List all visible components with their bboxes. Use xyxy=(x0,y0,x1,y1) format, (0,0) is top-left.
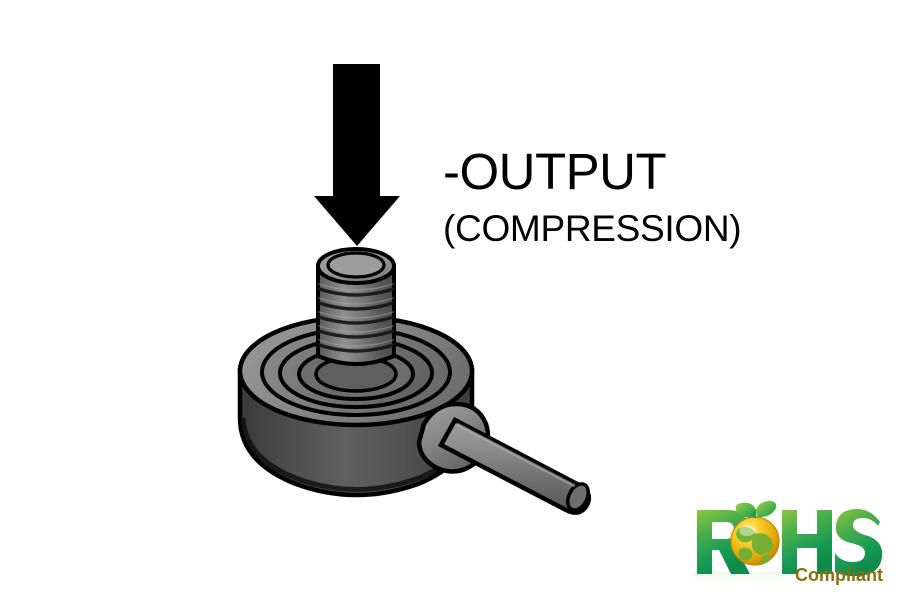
threaded-stud xyxy=(316,247,396,366)
badge-reflection xyxy=(692,572,782,588)
rohs-compliant-badge: Compliant xyxy=(692,501,883,588)
compression-label: (COMPRESSION) xyxy=(443,208,742,249)
rohs-compliant-text: Compliant xyxy=(795,565,883,585)
down-arrow-icon xyxy=(314,64,400,246)
output-label: -OUTPUT xyxy=(443,143,667,200)
leaf-icon xyxy=(735,501,777,518)
output-cable xyxy=(416,401,591,515)
globe-icon xyxy=(730,516,780,566)
rohs-letters-hs xyxy=(782,508,883,577)
annotation-label-group: -OUTPUT (COMPRESSION) xyxy=(443,146,743,247)
